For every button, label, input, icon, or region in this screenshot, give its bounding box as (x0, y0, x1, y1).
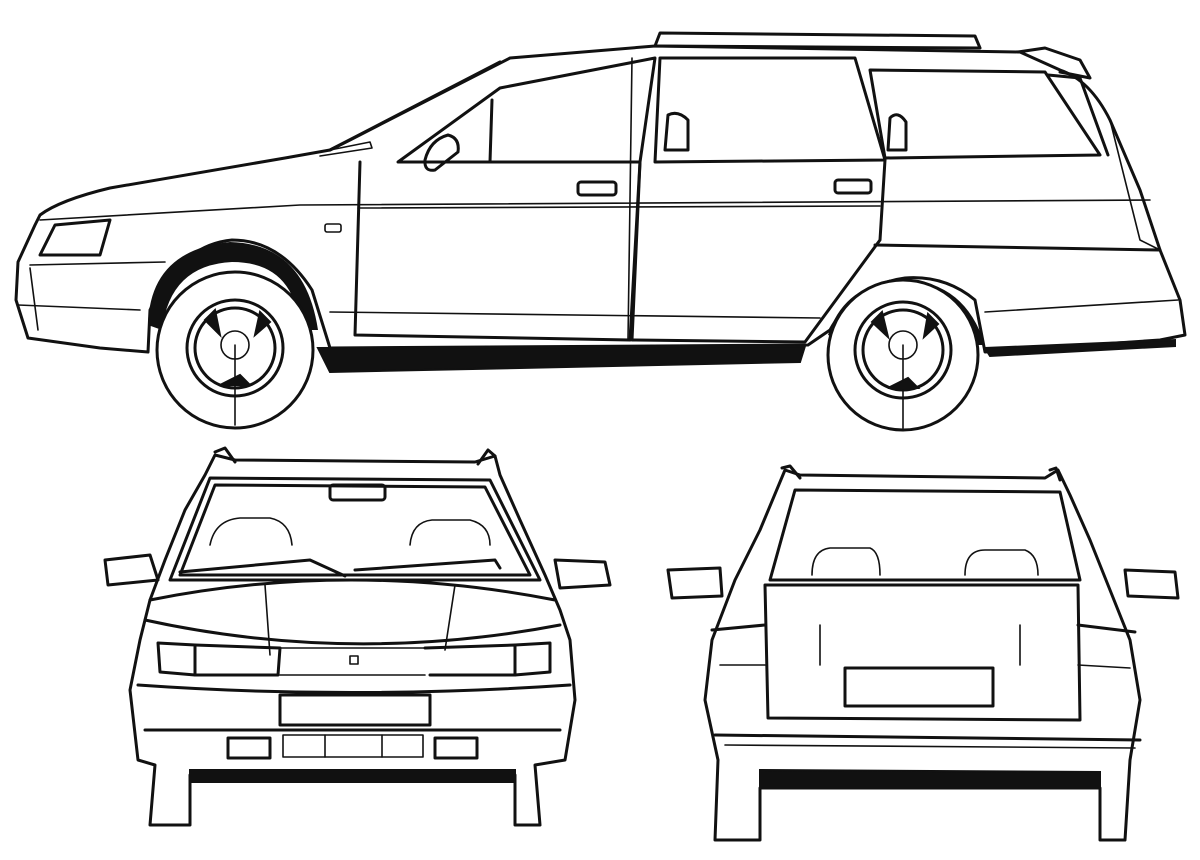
side-view (14, 31, 1187, 432)
rear-view (666, 464, 1180, 842)
front-wheel (155, 270, 315, 430)
rear-wheel (826, 278, 980, 432)
front-view (103, 446, 612, 827)
